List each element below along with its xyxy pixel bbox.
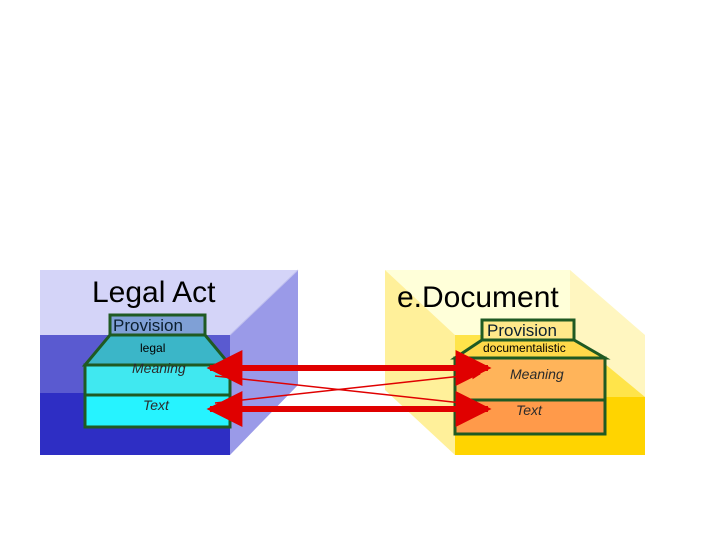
meaning-to-text-arrow	[214, 375, 481, 409]
legal-act-title: Legal Act	[92, 276, 216, 309]
edocument-meaning-label: Meaning	[510, 366, 564, 382]
legal-text-layer	[83, 393, 232, 429]
legal-act-edge	[229, 269, 299, 336]
legal-meaning-layer	[83, 363, 232, 397]
legal-act-top-face	[40, 270, 298, 335]
edocument-right-face	[570, 270, 645, 397]
edocument-text-label: Text	[516, 402, 543, 418]
mapping-arrows	[206, 350, 492, 427]
edocument-provision-label: Provision	[487, 321, 557, 340]
edocument-qualifier-label: documentalistic	[483, 341, 566, 355]
legal-meaning-label: Meaning	[132, 360, 186, 376]
legal-qualifier-label: legal	[140, 341, 165, 355]
legal-provision-label: Provision	[113, 316, 183, 335]
legal-text-label: Text	[143, 397, 170, 413]
text-to-meaning-arrow	[214, 370, 481, 404]
edocument-title: e.Document	[397, 281, 559, 314]
